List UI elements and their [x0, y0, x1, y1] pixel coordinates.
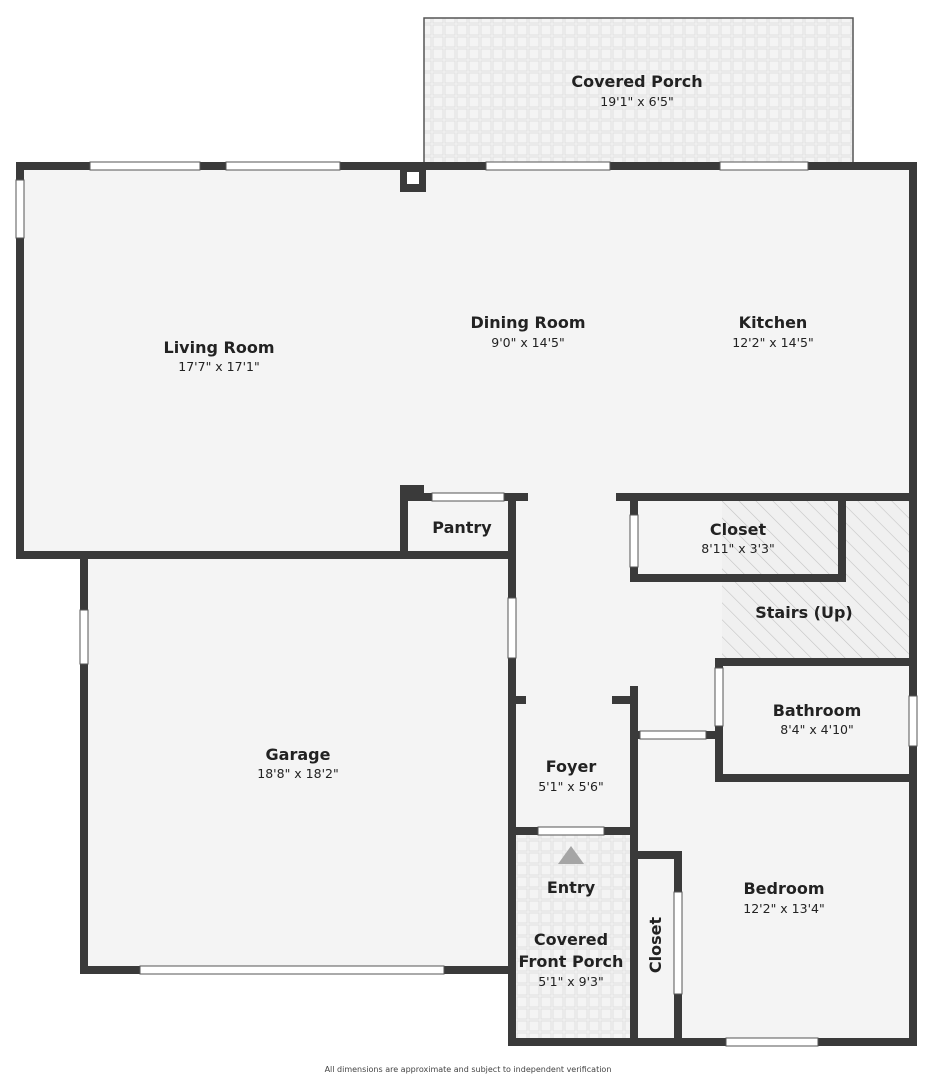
disclaimer-text: All dimensions are approximate and subje…	[324, 1065, 612, 1074]
dining-room-dim: 9'0" x 14'5"	[491, 335, 564, 350]
front-porch-dim: 5'1" x 9'3"	[538, 974, 604, 989]
closet-bedroom-name: Closet	[646, 917, 665, 974]
foyer-name: Foyer	[546, 757, 597, 776]
pantry-name: Pantry	[432, 518, 492, 537]
front-porch-name-line1: Covered	[534, 930, 608, 949]
foyer-dim: 5'1" x 5'6"	[538, 779, 604, 794]
stairs-name: Stairs (Up)	[755, 603, 853, 622]
front-porch-name-line2: Front Porch	[519, 952, 624, 971]
kitchen-name: Kitchen	[739, 313, 808, 332]
covered-porch-dim: 19'1" x 6'5"	[600, 94, 673, 109]
bathroom-name: Bathroom	[773, 701, 862, 720]
living-room-name: Living Room	[164, 338, 275, 357]
main-floor	[20, 165, 916, 555]
triangle-up-icon	[558, 846, 584, 864]
covered-porch-name: Covered Porch	[571, 72, 702, 91]
living-room-dim: 17'7" x 17'1"	[178, 359, 259, 374]
garage-name: Garage	[266, 745, 331, 764]
windows	[15, 161, 918, 1047]
bedroom-dim: 12'2" x 13'4"	[743, 901, 824, 916]
column-post-inner	[407, 172, 419, 184]
garage-floor	[84, 555, 514, 972]
closet-upper-name: Closet	[710, 520, 767, 539]
front-porch-floor	[512, 833, 632, 1043]
kitchen-dim: 12'2" x 14'5"	[732, 335, 813, 350]
covered-porch-floor	[423, 17, 854, 166]
dining-room-name: Dining Room	[470, 313, 585, 332]
garage-dim: 18'8" x 18'2"	[257, 766, 338, 781]
pantry-post	[400, 485, 424, 497]
entry-name: Entry	[547, 878, 596, 897]
closet-upper-dim: 8'11" x 3'3"	[701, 541, 774, 556]
bedroom-name: Bedroom	[743, 879, 824, 898]
bathroom-dim: 8'4" x 4'10"	[780, 722, 853, 737]
